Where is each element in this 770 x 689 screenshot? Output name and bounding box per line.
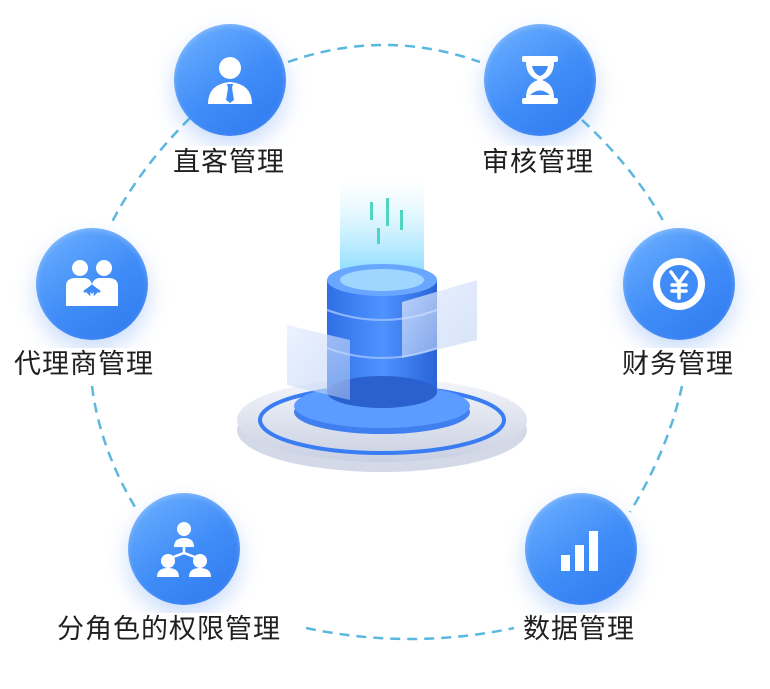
node-label: 代理商管理 <box>10 348 158 382</box>
node-label: 数据管理 <box>519 613 639 647</box>
node-label: 审核管理 <box>478 146 598 180</box>
connector-audit-finance <box>581 119 668 227</box>
node-label: 财务管理 <box>618 348 738 382</box>
connector-direct-audit <box>287 43 481 64</box>
node-role-permission[interactable] <box>128 493 240 605</box>
yen-coin-icon <box>647 252 711 316</box>
hourglass-icon <box>508 48 572 112</box>
node-agent[interactable] <box>36 228 148 340</box>
node-direct-customer[interactable] <box>174 24 286 136</box>
connector-finance-data <box>628 385 684 513</box>
node-finance[interactable] <box>623 228 735 340</box>
node-data[interactable] <box>525 493 637 605</box>
connector-direct-agent <box>108 117 191 227</box>
connector-agent-perm <box>90 385 140 513</box>
handshake-icon <box>60 252 124 316</box>
node-label: 直客管理 <box>169 146 289 180</box>
database-server-icon <box>232 180 542 480</box>
connector-perm-data <box>305 626 515 641</box>
node-audit[interactable] <box>484 24 596 136</box>
node-label: 分角色的权限管理 <box>53 613 285 647</box>
user-tie-icon <box>198 48 262 112</box>
bar-chart-icon <box>549 517 613 581</box>
org-chart-icon <box>152 517 216 581</box>
